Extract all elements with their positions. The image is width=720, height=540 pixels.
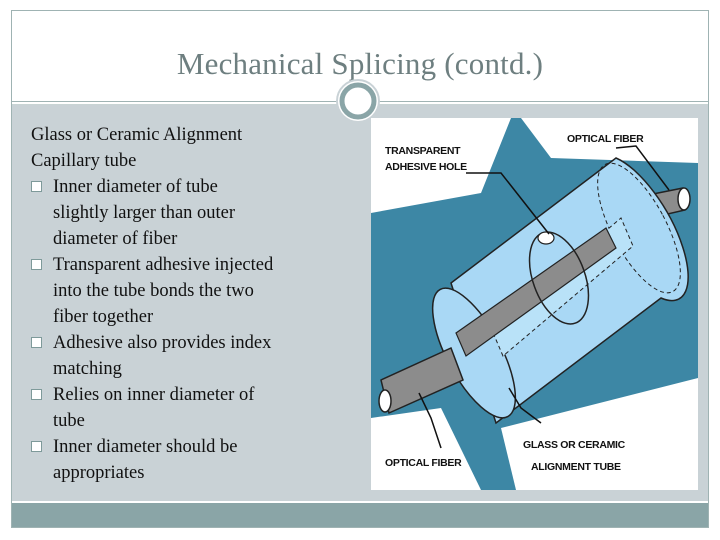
label-adhesive-line1: TRANSPARENT: [385, 145, 461, 157]
label-panel-top-left: [371, 118, 511, 213]
bullet-item: Adhesive also provides index matching: [31, 330, 331, 382]
bullet-line: slightly larger than outer: [53, 203, 236, 223]
bullet-line: Transparent adhesive injected: [53, 255, 274, 275]
bullet-box-icon: [31, 259, 42, 270]
label-panel-top-right: [521, 118, 698, 163]
leader-tube: [508, 387, 542, 424]
intro-line: Glass or Ceramic Alignment: [31, 125, 243, 145]
bullet-line: fiber together: [53, 307, 154, 327]
bullet-line: matching: [53, 359, 122, 379]
footer-bar: [12, 503, 708, 527]
label-panel-bottom-right: [501, 378, 698, 490]
leader-fiber-bottom: [418, 392, 442, 449]
bullet-box-icon: [31, 441, 42, 452]
bullet-line: Inner diameter should be: [53, 437, 238, 457]
adhesive-hole: [537, 231, 555, 245]
body-text: Glass or Ceramic Alignment Capillary tub…: [31, 122, 331, 486]
bullet-line: diameter of fiber: [53, 229, 178, 249]
label-panel-bottom-left: [371, 408, 481, 490]
slide-frame: [11, 10, 709, 528]
splice-figure: TRANSPARENT ADHESIVE HOLE OPTICAL FIBER …: [371, 118, 698, 490]
label-tube-line1: GLASS OR CERAMIC: [523, 439, 626, 451]
label-adhesive-line2: ADHESIVE HOLE: [385, 161, 467, 173]
bullet-line: appropriates: [53, 463, 145, 483]
bullet-box-icon: [31, 389, 42, 400]
bullet-line: Relies on inner diameter of: [53, 385, 255, 405]
bullet-item: Transparent adhesive injected into the t…: [31, 252, 331, 330]
bullet-box-icon: [31, 337, 42, 348]
leader-fiber-top: [615, 145, 670, 191]
intro-line: Capillary tube: [31, 151, 137, 171]
fiber-right-endface: [677, 187, 691, 211]
bullet-item: Inner diameter of tube slightly larger t…: [31, 174, 331, 252]
label-tube-line2: ALIGNMENT TUBE: [531, 461, 621, 473]
bullet-item: Relies on inner diameter of tube: [31, 382, 331, 434]
bullet-line: Inner diameter of tube: [53, 177, 218, 197]
fiber-left-endface: [378, 389, 392, 413]
bullet-line: into the tube bonds the two: [53, 281, 254, 301]
bullet-line: Adhesive also provides index: [53, 333, 272, 353]
bullet-item: Inner diameter should be appropriates: [31, 434, 331, 486]
bullet-line: tube: [53, 411, 85, 431]
label-optical-fiber-bottom: OPTICAL FIBER: [385, 457, 462, 469]
leader-adhesive: [466, 172, 550, 235]
label-optical-fiber-top: OPTICAL FIBER: [567, 133, 644, 145]
slide-title: Mechanical Splicing (contd.): [176, 46, 544, 81]
title-ornament-icon: [336, 79, 380, 123]
bullet-box-icon: [31, 181, 42, 192]
